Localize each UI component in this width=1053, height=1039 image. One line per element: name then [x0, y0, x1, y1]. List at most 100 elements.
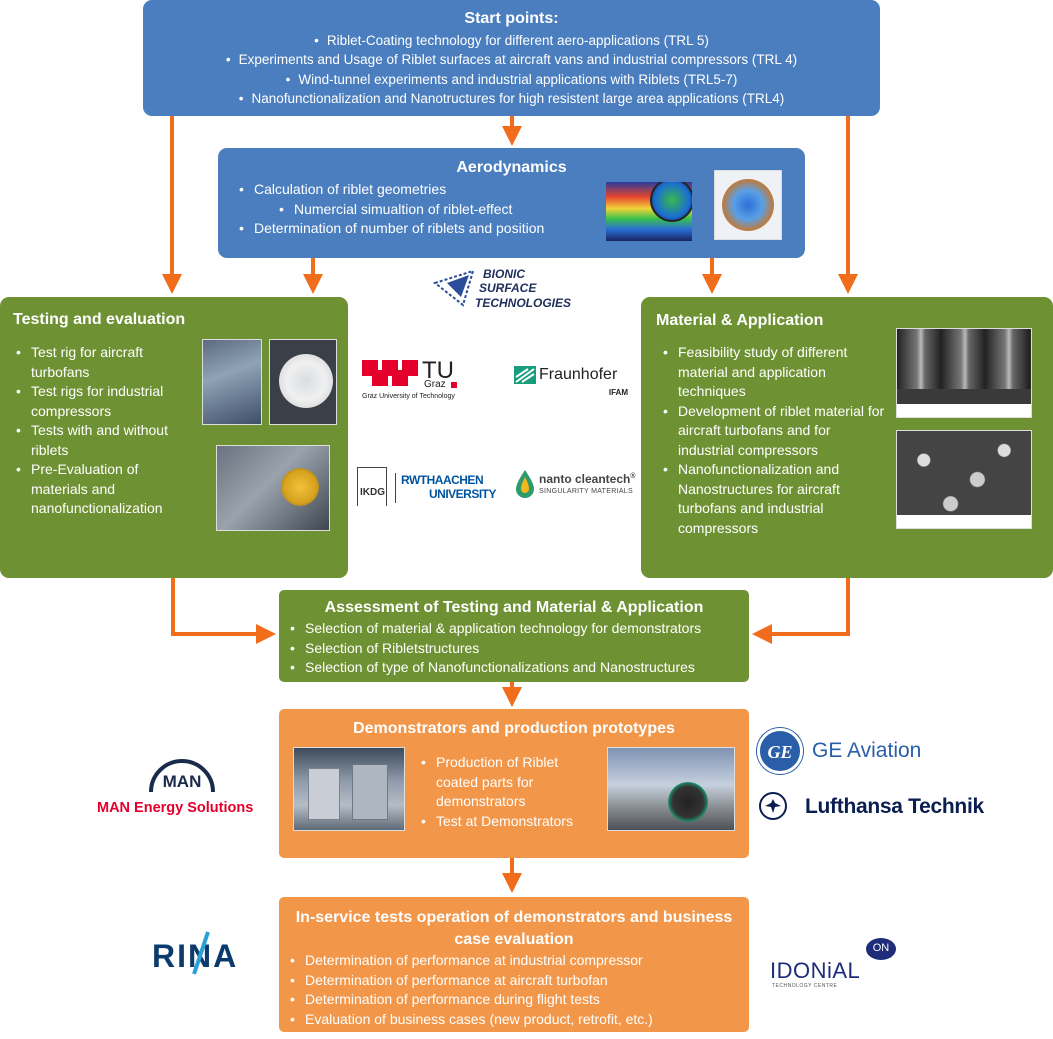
fraunhofer-logo: Fraunhofer IFAM [514, 366, 632, 400]
tu-graz-subtitle: Graz University of Technology [362, 393, 455, 400]
demonstrators-title: Demonstrators and production prototypes [353, 720, 675, 737]
assessment-list: Selection of material & application tech… [287, 619, 747, 678]
riblet-sem-image [896, 328, 1032, 418]
aero-item: Determination of number of riblets and p… [236, 219, 606, 239]
tu-graz-dot [451, 382, 457, 388]
lufthansa-technik-logo: Lufthansa Technik [759, 790, 1029, 824]
idonial-on-text: ON [872, 942, 890, 954]
start-item: Wind-tunnel experiments and industrial a… [143, 70, 880, 89]
start-item: Riblet-Coating technology for different … [143, 31, 880, 50]
in-service-item: Determination of performance at aircraft… [287, 971, 747, 991]
testing-evaluation-box: Testing and evaluation Test rig for airc… [0, 297, 348, 578]
compressor-test-rig-image [216, 445, 330, 531]
demo-item: Test at Demonstrators [418, 812, 598, 832]
start-points-title: Start points: [464, 10, 559, 27]
bionic-line-2: SURFACE [479, 281, 537, 295]
rwth-university-text: UNIVERSITY [429, 487, 497, 501]
material-item: Nanofunctionalization and Nanostructures… [660, 460, 890, 538]
aircraft-engine-image [607, 747, 735, 831]
man-energy-solutions-logo: MAN MAN Energy Solutions [97, 756, 269, 818]
nanto-cleantech-logo: nanto cleantech® SINGULARITY MATERIALS [515, 469, 639, 501]
nanto-text-wrap: nanto cleantech® [539, 472, 636, 486]
compressor-demonstrator-image [293, 747, 405, 831]
ikdg-frame [357, 467, 387, 506]
start-points-list: Riblet-Coating technology for different … [143, 31, 880, 108]
ge-aviation-logo: GE GE Aviation [757, 728, 937, 776]
fraunhofer-text: Fraunhofer [539, 366, 618, 383]
man-arc-icon [149, 759, 215, 793]
assessment-title: Assessment of Testing and Material & App… [324, 599, 704, 616]
rina-accent-icon [192, 931, 210, 975]
turbofan-engine-image [269, 339, 337, 425]
testing-item: Tests with and without riblets [13, 421, 193, 460]
nanto-reg-mark: ® [630, 473, 636, 480]
in-service-item: Determination of performance during flig… [287, 990, 747, 1010]
man-mark-text: MAN [162, 772, 202, 791]
fraunhofer-mark-icon [514, 366, 536, 384]
testing-item: Pre-Evaluation of materials and nanofunc… [13, 460, 193, 519]
material-application-box: Material & Application Feasibility study… [641, 297, 1053, 578]
start-item: Experiments and Usage of Riblet surfaces… [143, 50, 880, 69]
testing-list: Test rig for aircraft turbofans Test rig… [13, 343, 193, 519]
lufthansa-crane-icon [759, 792, 787, 820]
demonstrators-box: Demonstrators and production prototypes … [279, 709, 749, 858]
lufthansa-technik-text: Lufthansa Technik [805, 795, 984, 818]
idonial-logo: ON IDONiAL TECHNOLOGY CENTRE [770, 938, 900, 994]
aero-item: Calculation of riblet geometries [236, 180, 606, 200]
bionic-surface-technologies-logo: BIONIC SURFACE TECHNOLOGIES [433, 267, 583, 313]
idonial-text: IDONiAL [770, 958, 861, 983]
cfd-simulation-image [606, 182, 692, 241]
testing-item: Test rigs for industrial compressors [13, 382, 193, 421]
testing-item: Test rig for aircraft turbofans [13, 343, 193, 382]
testing-title: Testing and evaluation [13, 311, 186, 328]
turbofan-cfd-image [714, 170, 782, 240]
graz-text: Graz [424, 379, 446, 390]
man-name-text: MAN Energy Solutions [97, 800, 254, 816]
start-points-box: Start points: Riblet-Coating technology … [143, 0, 880, 116]
tu-graz-logo: TU Graz Graz University of Technology [362, 357, 472, 405]
bionic-triangle-icon [433, 269, 475, 307]
material-item: Feasibility study of different material … [660, 343, 890, 402]
arrow-testing-to-assessment [171, 578, 276, 644]
idonial-on-badge: ON [866, 938, 896, 960]
tu-graz-blocks-icon [362, 360, 418, 386]
ikdg-rwth-logo: IKDG RWTHAACHEN UNIVERSITY [357, 467, 499, 507]
aero-item: Numercial simualtion of riblet-effect [276, 200, 606, 220]
ikdg-text: IKDG [360, 487, 385, 498]
start-item: Nanofunctionalization and Nanotructures … [143, 89, 880, 108]
assessment-item: Selection of material & application tech… [287, 619, 747, 639]
demonstrators-list: Production of Riblet coated parts for de… [418, 753, 598, 831]
assessment-box: Assessment of Testing and Material & App… [279, 590, 749, 682]
aerodynamics-box: Aerodynamics Calculation of riblet geome… [218, 148, 805, 258]
fraunhofer-ifam-text: IFAM [608, 388, 628, 397]
nanto-subtitle: SINGULARITY MATERIALS [539, 488, 633, 495]
rina-logo: RINA [152, 930, 236, 978]
rwth-text: RWTHAACHEN [401, 473, 484, 487]
ge-aviation-text: GE Aviation [812, 739, 922, 762]
ikdg-divider [395, 473, 396, 503]
aerodynamics-title: Aerodynamics [456, 159, 567, 176]
nanto-drop-icon [516, 470, 534, 498]
in-service-item: Determination of performance at industri… [287, 951, 747, 971]
bionic-line-1: BIONIC [483, 267, 525, 281]
ge-mark-text: GE [767, 742, 793, 762]
tu-text: TU [422, 357, 454, 384]
in-service-box: In-service tests operation of demonstrat… [279, 897, 749, 1032]
aerodynamics-list: Calculation of riblet geometries Numerci… [236, 180, 606, 239]
material-item: Development of riblet material for aircr… [660, 402, 890, 461]
nanoparticles-sem-image [896, 430, 1032, 529]
material-title: Material & Application [656, 312, 824, 329]
bionic-line-3: TECHNOLOGIES [475, 296, 572, 310]
demo-item: Production of Riblet coated parts for de… [418, 753, 598, 812]
assessment-item: Selection of type of Nanofunctionalizati… [287, 658, 747, 678]
turbofan-test-rig-image [202, 339, 262, 425]
in-service-item: Evaluation of business cases (new produc… [287, 1010, 747, 1030]
arrow-material-to-assessment [752, 578, 850, 644]
ge-monogram-icon: GE [757, 728, 803, 774]
in-service-list: Determination of performance at industri… [287, 951, 747, 1029]
assessment-item: Selection of Ribletstructures [287, 639, 747, 659]
in-service-title: In-service tests operation of demonstrat… [295, 909, 733, 948]
material-list: Feasibility study of different material … [660, 343, 890, 538]
idonial-subtitle: TECHNOLOGY CENTRE [772, 983, 838, 989]
nanto-text: nanto cleantech [539, 472, 631, 486]
